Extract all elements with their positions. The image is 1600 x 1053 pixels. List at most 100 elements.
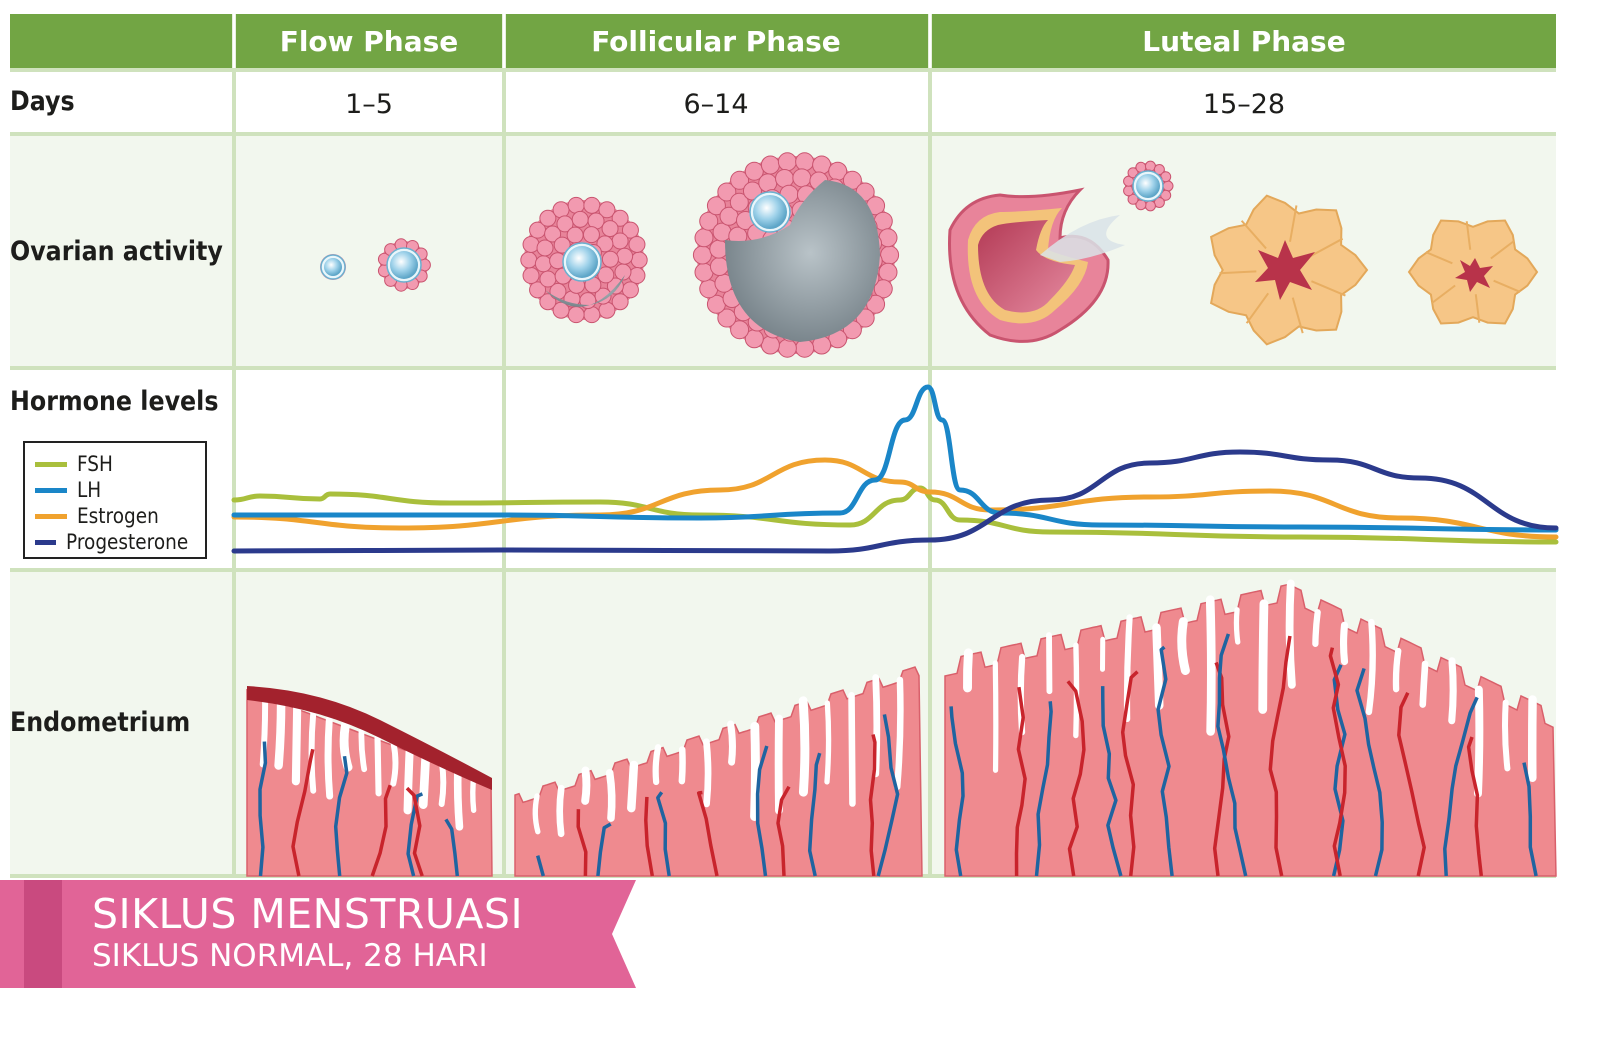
granulosa-cell	[1145, 201, 1155, 211]
row-label-days: Days	[10, 86, 75, 117]
endometrial-gland	[535, 796, 538, 832]
row-label-hormone-levels: Hormone levels	[10, 386, 218, 417]
granulosa-cell	[776, 169, 794, 187]
granulosa-cell	[584, 197, 600, 213]
endometrial-gland	[631, 765, 634, 808]
endometrial-gland	[897, 680, 900, 787]
legend-label-lh: LH	[77, 478, 101, 502]
days-luteal: 15–28	[932, 78, 1556, 130]
endometrial-gland	[1290, 583, 1292, 684]
endometrial-gland	[393, 744, 395, 784]
granulosa-cell	[599, 302, 615, 318]
granulosa-cell	[881, 246, 899, 264]
legend-swatch-fsh	[35, 462, 67, 467]
granulosa-cell	[553, 202, 569, 218]
endometrial-gland	[1344, 625, 1345, 661]
endometrial-gland	[361, 731, 364, 769]
legend-item-progesterone: Progesterone	[35, 529, 205, 555]
endometrial-gland	[1156, 627, 1159, 705]
endometrial-gland	[656, 747, 658, 782]
oocyte	[1136, 174, 1160, 198]
granulosa-cell	[631, 252, 647, 268]
granulosa-cell	[1163, 181, 1173, 191]
endometrial-gland	[1369, 622, 1373, 712]
endometrial-gland	[328, 719, 330, 796]
endometrial-gland	[408, 750, 410, 811]
granulosa-cell	[713, 223, 731, 241]
granulosa-cell	[710, 257, 728, 275]
legend-item-lh: LH	[35, 477, 205, 503]
granulosa-cell	[615, 264, 631, 280]
endometrial-gland	[1478, 690, 1479, 794]
endometrial-gland	[560, 788, 562, 834]
endometrial-gland	[995, 663, 996, 770]
granulosa-cell	[629, 268, 645, 284]
endometrial-gland	[610, 773, 612, 818]
phase-header-follicular: Follicular Phase	[506, 14, 926, 68]
banner-stripe	[24, 880, 62, 988]
legend-label-fsh: FSH	[77, 452, 113, 476]
endometrial-gland	[458, 768, 460, 827]
granulosa-cell	[572, 211, 588, 227]
endometrial-gland	[682, 749, 683, 781]
endometrial-gland	[1236, 610, 1237, 642]
granulosa-cell	[761, 336, 779, 354]
legend-label-progesterone: Progesterone	[66, 530, 188, 554]
granulosa-cell	[695, 229, 713, 247]
hormone-legend: FSH LH Estrogen Progesterone	[23, 441, 207, 559]
banner-subtitle: SIKLUS NORMAL, 28 HARI	[92, 938, 488, 974]
granulosa-cell	[568, 307, 584, 323]
oocyte	[753, 195, 787, 229]
granulosa-cell	[629, 236, 645, 252]
legend-item-estrogen: Estrogen	[35, 503, 205, 529]
endometrial-gland	[1505, 703, 1507, 769]
oocyte	[324, 258, 342, 276]
legend-item-fsh: FSH	[35, 451, 205, 477]
banner-title: SIKLUS MENSTRUASI	[92, 890, 523, 938]
granulosa-cell	[793, 169, 811, 187]
endometrial-gland	[803, 701, 805, 792]
legend-swatch-lh	[35, 488, 67, 493]
granulosa-cell	[778, 153, 796, 171]
granulosa-cell	[602, 251, 618, 267]
days-flow: 1–5	[236, 78, 502, 130]
granulosa-cell	[796, 339, 814, 357]
phase-header-flow: Flow Phase	[236, 14, 502, 68]
endometrial-gland	[1263, 604, 1264, 710]
endometrial-gland	[1452, 661, 1453, 721]
granulosa-cell	[583, 227, 599, 243]
endometrial-gland	[731, 724, 733, 762]
endometrial-gland	[706, 742, 708, 804]
granulosa-cell	[537, 240, 553, 256]
endometrial-gland	[852, 695, 853, 803]
granulosa-cell	[778, 339, 796, 357]
granulosa-cell	[521, 252, 537, 268]
granulosa-cell	[796, 153, 814, 171]
endometrial-gland	[1182, 622, 1186, 671]
endometrial-gland	[1396, 651, 1398, 689]
oocyte	[566, 246, 598, 278]
days-follicular: 6–14	[506, 78, 926, 130]
endometrial-gland	[378, 738, 379, 794]
granulosa-cell	[759, 174, 777, 192]
curve-lh	[234, 387, 1556, 530]
legend-label-estrogen: Estrogen	[77, 504, 159, 528]
phase-header-luteal: Luteal Phase	[932, 14, 1556, 68]
granulosa-cell	[523, 236, 539, 252]
endometrial-gland	[755, 726, 756, 816]
row-label-endometrium: Endometrium	[10, 707, 190, 738]
endometrial-gland	[1210, 600, 1211, 732]
granulosa-cell	[879, 263, 897, 281]
granulosa-cell	[617, 248, 633, 264]
endometrial-gland	[1423, 664, 1425, 705]
endometrial-gland	[827, 703, 829, 782]
granulosa-cell	[612, 233, 628, 249]
granulosa-cell	[813, 156, 831, 174]
granulosa-cell	[693, 246, 711, 264]
legend-swatch-progesterone	[35, 540, 56, 545]
endometrial-gland	[1315, 612, 1317, 644]
granulosa-cell	[761, 156, 779, 174]
endometrial-gland	[423, 756, 426, 805]
row-label-ovarian-activity: Ovarian activity	[10, 236, 223, 267]
